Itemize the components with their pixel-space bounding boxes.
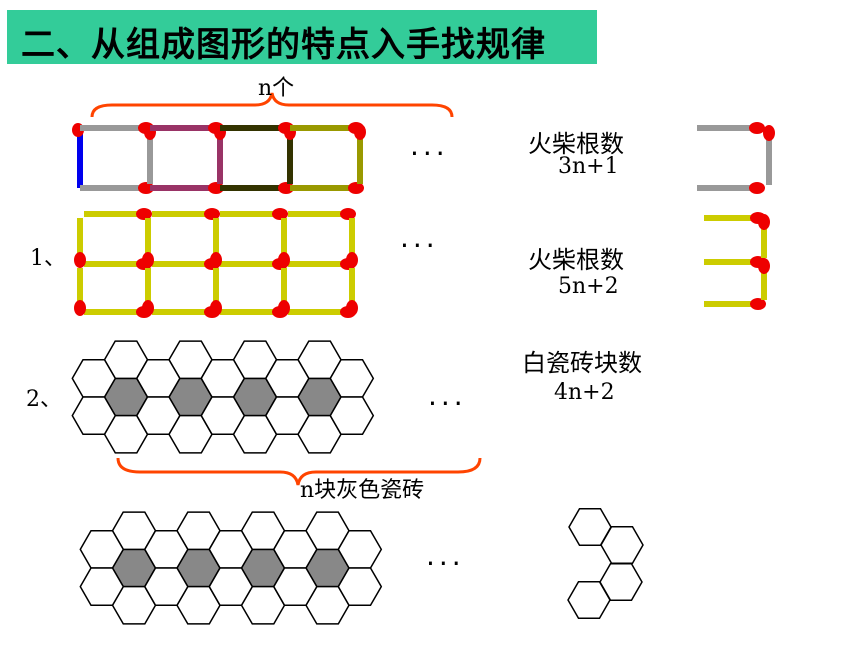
ellipsis-row-3: ··· <box>428 387 467 420</box>
match-head <box>74 252 86 268</box>
white-tile <box>135 396 181 435</box>
brace-top-label: n个 <box>258 76 295 101</box>
match-head <box>136 208 152 220</box>
page-title: 二、从组成图形的特点入手找规律 <box>21 25 546 65</box>
match-head <box>340 208 356 220</box>
formula-row-1: 5n+2 <box>558 274 619 299</box>
match-head <box>750 298 766 310</box>
match-head <box>278 300 290 316</box>
ellipsis-row-1: ··· <box>410 137 449 170</box>
white-tile <box>329 396 375 435</box>
row-number-1: 1、 <box>30 246 66 271</box>
white-tile <box>79 567 125 606</box>
white-tile <box>337 567 383 606</box>
row-number-2: 2、 <box>26 387 62 412</box>
match-head <box>758 258 770 274</box>
white-tile <box>272 567 318 606</box>
match-head <box>142 300 154 316</box>
ellipsis-row-2: ··· <box>400 229 439 262</box>
white-tile <box>200 396 246 435</box>
white-tile <box>71 396 117 435</box>
match-head <box>210 252 222 268</box>
match-head <box>204 208 220 220</box>
match-head <box>346 252 358 268</box>
title-banner: 二、从组成图形的特点入手找规律 <box>7 10 597 65</box>
match-head <box>749 122 765 134</box>
bottom-brace <box>116 457 482 486</box>
match-head <box>348 182 364 194</box>
match-head <box>763 125 775 141</box>
caption-row-0: 火柴根数 <box>528 130 624 158</box>
formula-row-0: 3n+1 <box>558 154 619 179</box>
match-head <box>210 300 222 316</box>
white-tile <box>143 567 189 606</box>
match-head <box>758 214 770 230</box>
white-tile <box>600 526 644 564</box>
caption-row-2: 白瓷砖块数 <box>522 349 642 377</box>
braces <box>90 92 482 486</box>
match-head <box>278 252 290 268</box>
match-head <box>749 182 765 194</box>
match-head <box>272 208 288 220</box>
white-tile <box>208 567 254 606</box>
white-tile <box>264 396 310 435</box>
match-head <box>354 124 366 140</box>
match-head <box>142 252 154 268</box>
match-head <box>74 300 86 316</box>
formula-row-2: 4n+2 <box>554 380 615 405</box>
top-brace <box>90 92 454 118</box>
white-tile <box>567 581 611 619</box>
brace-bottom-label: n块灰色瓷砖 <box>300 478 425 503</box>
caption-row-1: 火柴根数 <box>528 246 624 274</box>
ellipsis-row-4: ··· <box>426 547 465 580</box>
match-head <box>346 300 358 316</box>
